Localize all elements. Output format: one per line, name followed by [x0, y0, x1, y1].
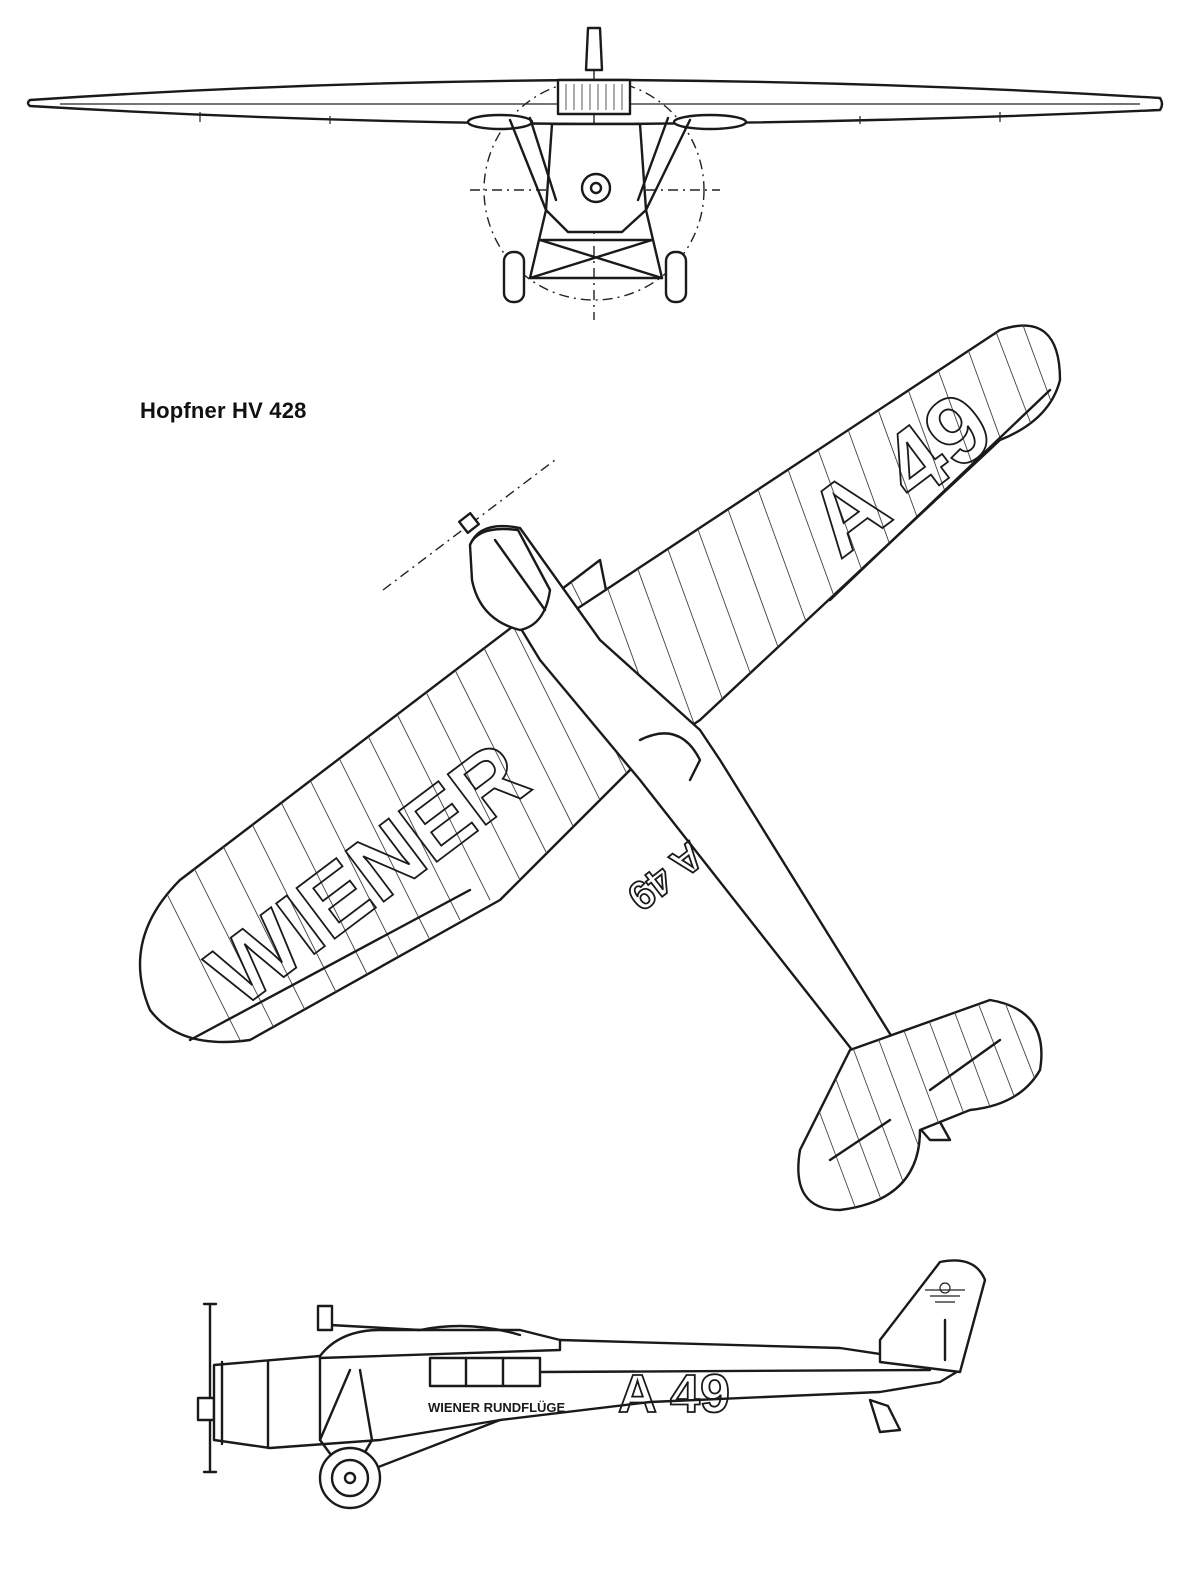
top-engine-cowling — [468, 527, 552, 632]
side-stringer — [538, 1368, 932, 1374]
side-fin-rudder — [878, 1259, 987, 1374]
propeller-axis-line — [382, 459, 556, 591]
side-cabin-window — [428, 1356, 542, 1388]
side-livery-text: WIENER RUNDFLÜGE — [428, 1400, 566, 1415]
propeller-disc — [483, 79, 705, 301]
radiator-grille — [565, 84, 623, 110]
tail-logo — [925, 1282, 965, 1303]
front-wheel-right — [664, 250, 688, 304]
aileron-left-hinge — [188, 888, 472, 1042]
elevator-hinge-right — [928, 1038, 1002, 1092]
side-view: WIENER RUNDFLÜGE A 49 — [196, 1259, 987, 1510]
tail-skid — [868, 1398, 902, 1434]
top-tailplane — [797, 998, 1043, 1212]
side-propeller-hub — [196, 1396, 216, 1422]
front-fuselage — [544, 122, 648, 234]
top-wing-right — [558, 324, 1062, 762]
drawing-title: Hopfner HV 428 — [140, 398, 307, 423]
front-struts — [508, 116, 692, 280]
aileron-right-hinge — [828, 388, 1052, 602]
side-wheel — [318, 1446, 382, 1510]
side-registration: A 49 — [618, 1364, 730, 1424]
side-wing-root — [318, 1328, 562, 1360]
side-fuselage — [212, 1338, 962, 1450]
top-wing-left — [138, 558, 642, 1044]
top-view: WIENER A 49 A 49 — [138, 324, 1062, 1212]
front-exhaust-stack — [584, 26, 604, 72]
propeller-hub — [580, 172, 612, 204]
elevator-hinge-left — [828, 1118, 892, 1162]
radiator — [556, 78, 632, 116]
front-view — [26, 26, 1164, 320]
side-exhaust-stack — [316, 1304, 334, 1332]
front-wheel-left — [502, 250, 526, 304]
